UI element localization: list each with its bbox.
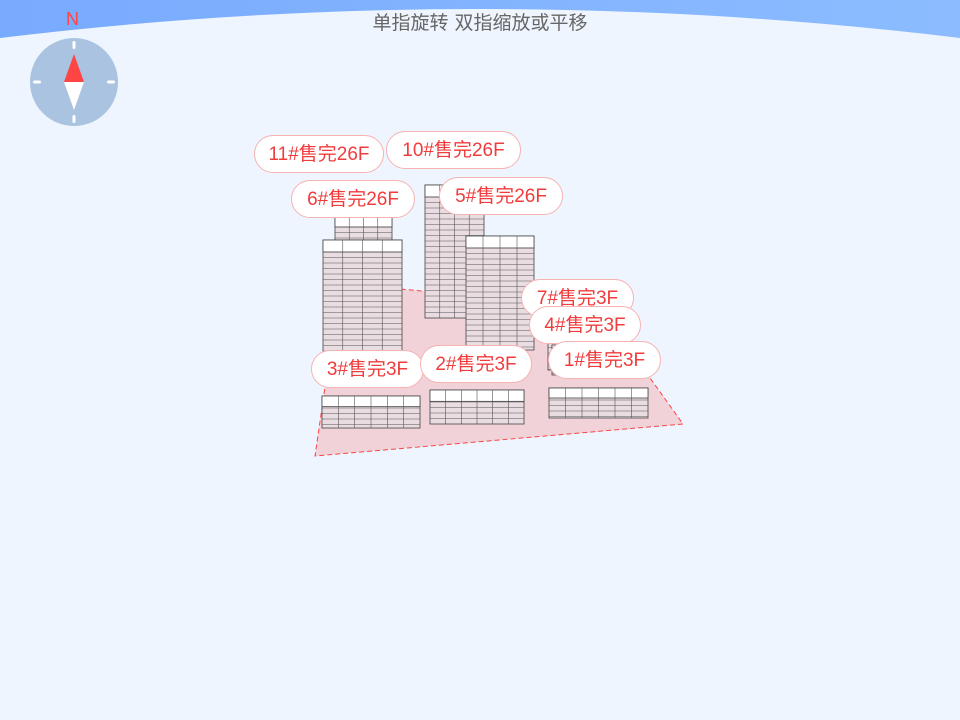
building-2[interactable] [429, 389, 525, 425]
building-label-11[interactable]: 11#售完26F [254, 135, 384, 173]
building-label-6[interactable]: 6#售完26F [291, 180, 415, 218]
building-label-10[interactable]: 10#售完26F [386, 131, 521, 169]
building-label-1[interactable]: 1#售完3F [548, 341, 661, 379]
building-6[interactable] [322, 239, 403, 353]
building-3[interactable] [321, 395, 421, 429]
compass-icon[interactable] [30, 38, 118, 126]
building-label-5[interactable]: 5#售完26F [439, 177, 563, 215]
building-label-2[interactable]: 2#售完3F [420, 345, 532, 383]
sky-header [0, 0, 960, 38]
building-1[interactable] [548, 387, 649, 419]
north-label: N [66, 9, 79, 29]
building-label-4[interactable]: 4#售完3F [529, 306, 641, 344]
building-label-3[interactable]: 3#售完3F [311, 350, 424, 388]
gesture-hint: 单指旋转 双指缩放或平移 [372, 12, 588, 34]
